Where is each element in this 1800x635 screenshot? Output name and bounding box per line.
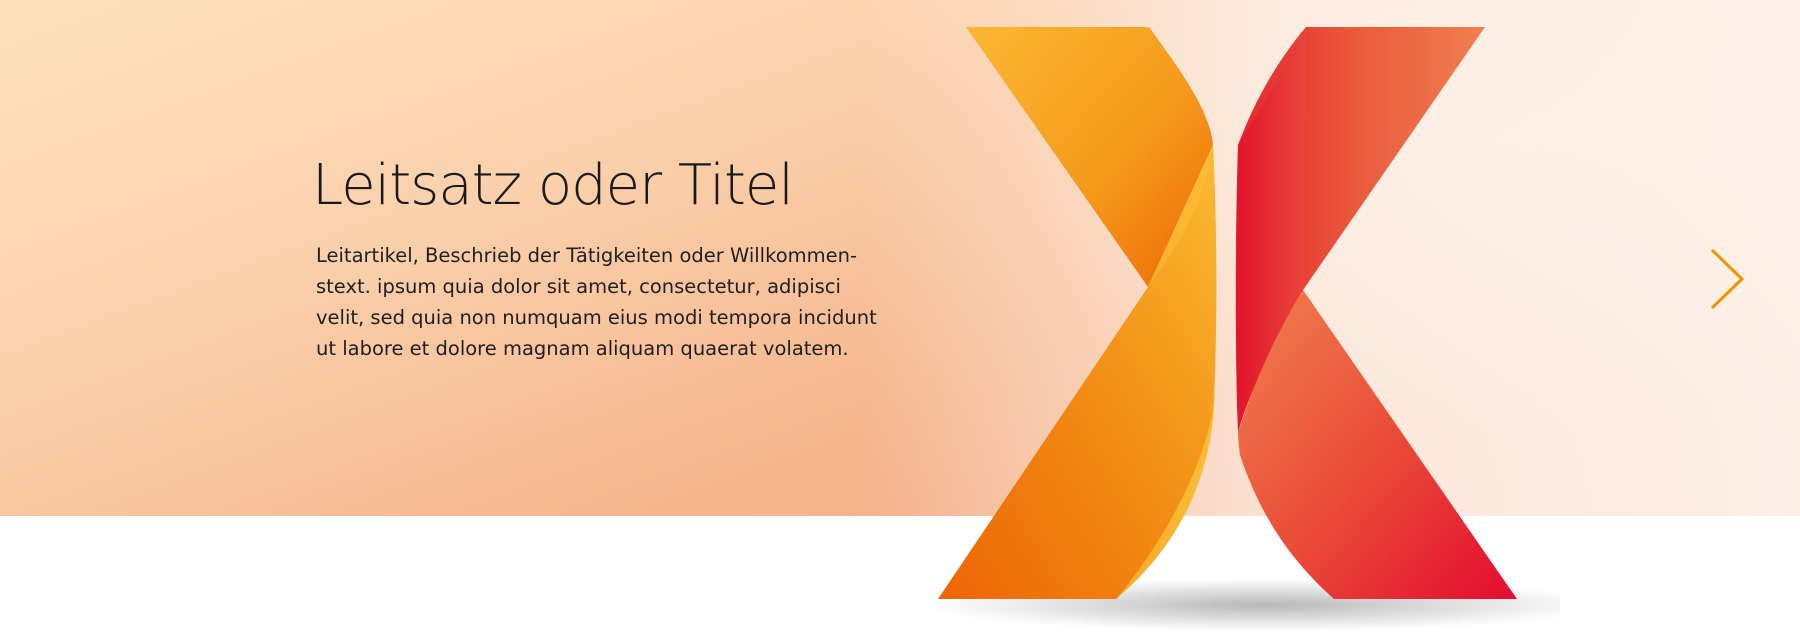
hero-title: Leitsatz oder Titel [312, 153, 794, 218]
chevron-right-icon[interactable] [1700, 246, 1750, 312]
hero-lead-line: Leitartikel, Beschrieb der Tätigkeiten o… [316, 244, 858, 267]
hero-lead-line: stext. ipsum quia dolor sit amet, consec… [316, 275, 841, 298]
hero-lead-line: velit, sed quia non numquam eius modi te… [316, 306, 877, 329]
hero-lead-text: Leitartikel, Beschrieb der Tätigkeiten o… [316, 240, 896, 364]
hero-lead-line: ut labore et dolore magnam aliquam quaer… [316, 337, 849, 360]
hero-content: Leitsatz oder Titel Leitartikel, Beschri… [312, 150, 912, 364]
x-ribbon-logo-icon [925, 27, 1560, 631]
hero-background [0, 0, 1800, 516]
